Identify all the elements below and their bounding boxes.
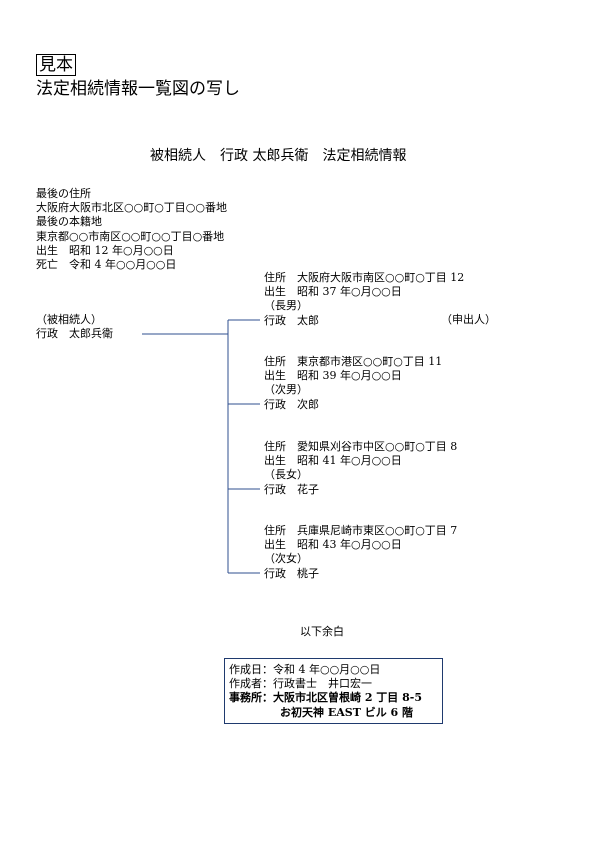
office-building: お初天神 EAST ビル 6 階 [280,705,414,719]
decedent-person: （被相続人） 行政 太郎兵衛 [36,313,113,341]
last-address-label: 最後の住所 [36,187,91,200]
domicile: 東京都○○市南区○○町○○丁目○番地 [36,229,225,243]
decedent-role: （被相続人） [36,313,102,326]
applicant-label: （申出人） [441,313,496,326]
sample-stamp: 見本 [36,54,76,76]
heir-3: 住所 愛知県刈谷市中区○○町○丁目 8 出生 昭和 41 年○月○○日 （長女）… [264,440,457,497]
heir-birth: 出生 昭和 39 年○月○○日 [264,369,402,383]
heir-relation: （長男） [264,299,308,313]
heir-relation: （次男） [264,383,308,397]
certificate-heading: 被相続人 行政 太郎兵衛 法定相続情報 [150,148,407,164]
heir-birth: 出生 昭和 41 年○月○○日 [264,454,402,468]
last-address: 大阪府大阪市北区○○町○丁目○○番地 [36,201,227,215]
heir-address: 住所 大阪府大阪市南区○○町○丁目 12 [264,271,465,284]
heir-name: 行政 次郎 [264,397,319,411]
heir-address: 住所 兵庫県尼崎市東区○○町○丁目 7 [264,524,458,537]
document-title: 法定相続情報一覧図の写し [36,79,240,99]
decedent-name: 行政 太郎兵衛 [36,327,113,341]
heir-4: 住所 兵庫県尼崎市東区○○町○丁目 7 出生 昭和 43 年○月○○日 （次女）… [264,524,457,581]
decedent-info: 最後の住所 大阪府大阪市北区○○町○丁目○○番地 最後の本籍地 東京都○○市南区… [36,187,227,272]
heir-birth: 出生 昭和 37 年○月○○日 [264,285,402,299]
heir-relation: （長女） [264,468,308,482]
decedent-death: 死亡 令和 4 年○○月○○日 [36,257,177,271]
heir-name: 行政 花子 [264,482,319,496]
domicile-label: 最後の本籍地 [36,215,102,229]
heir-address: 住所 愛知県刈谷市中区○○町○丁目 8 [264,440,458,453]
heir-1: 住所 大阪府大阪市南区○○町○丁目 12 出生 昭和 37 年○月○○日 （長男… [264,271,464,328]
heir-2: 住所 東京都市港区○○町○丁目 11 出生 昭和 39 年○月○○日 （次男） … [264,355,442,412]
office-address: 事務所：大阪市北区曽根崎 2 丁目 8-5 [229,691,423,705]
end-of-document-note: 以下余白 [300,625,344,638]
heir-birth: 出生 昭和 43 年○月○○日 [264,538,402,552]
heir-name: 行政 桃子 [264,566,319,580]
heir-name: 行政 太郎 [264,313,319,327]
decedent-birth: 出生 昭和 12 年○月○○日 [36,243,174,257]
creator-box: 作成日：令和 4 年○○月○○日 作成者：行政書士 井口宏一 事務所：大阪市北区… [224,658,443,724]
heir-relation: （次女） [264,552,308,566]
creation-date: 作成日：令和 4 年○○月○○日 [229,663,381,676]
creator-name: 作成者：行政書士 井口宏一 [229,677,372,691]
heir-address: 住所 東京都市港区○○町○丁目 11 [264,355,443,368]
